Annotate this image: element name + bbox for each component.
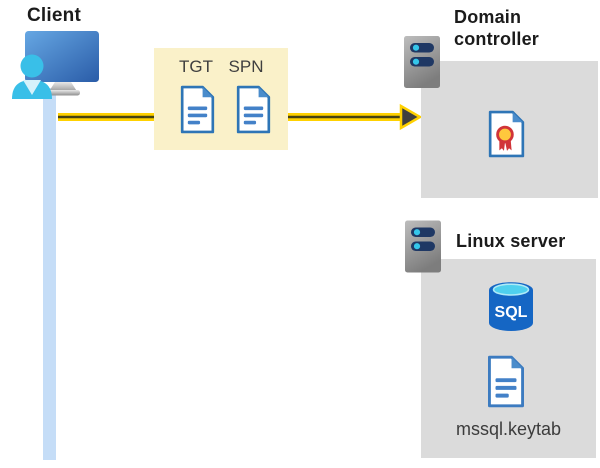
client-label: Client: [27, 5, 81, 26]
keytab-label: mssql.keytab: [455, 419, 562, 439]
linux-server-label: Linux server: [456, 231, 566, 251]
spn-label: SPN: [228, 57, 264, 76]
sql-database-icon: SQL: [489, 282, 533, 331]
linux-server-icon: [405, 220, 441, 273]
certificate-icon: [488, 110, 525, 158]
spn-document-icon: [236, 85, 271, 134]
domain-controller-server-icon: [404, 36, 440, 88]
sql-icon-label: SQL: [495, 304, 528, 321]
ticket-highlight-box: TGT SPN: [154, 48, 288, 150]
client-network-line: [43, 88, 56, 460]
client-user-computer-icon: [12, 31, 99, 99]
keytab-document-icon: [488, 355, 524, 408]
domain-controller-label: Domain controller: [454, 7, 540, 49]
tgt-document-icon: [180, 85, 215, 134]
tgt-label: TGT: [179, 57, 213, 76]
